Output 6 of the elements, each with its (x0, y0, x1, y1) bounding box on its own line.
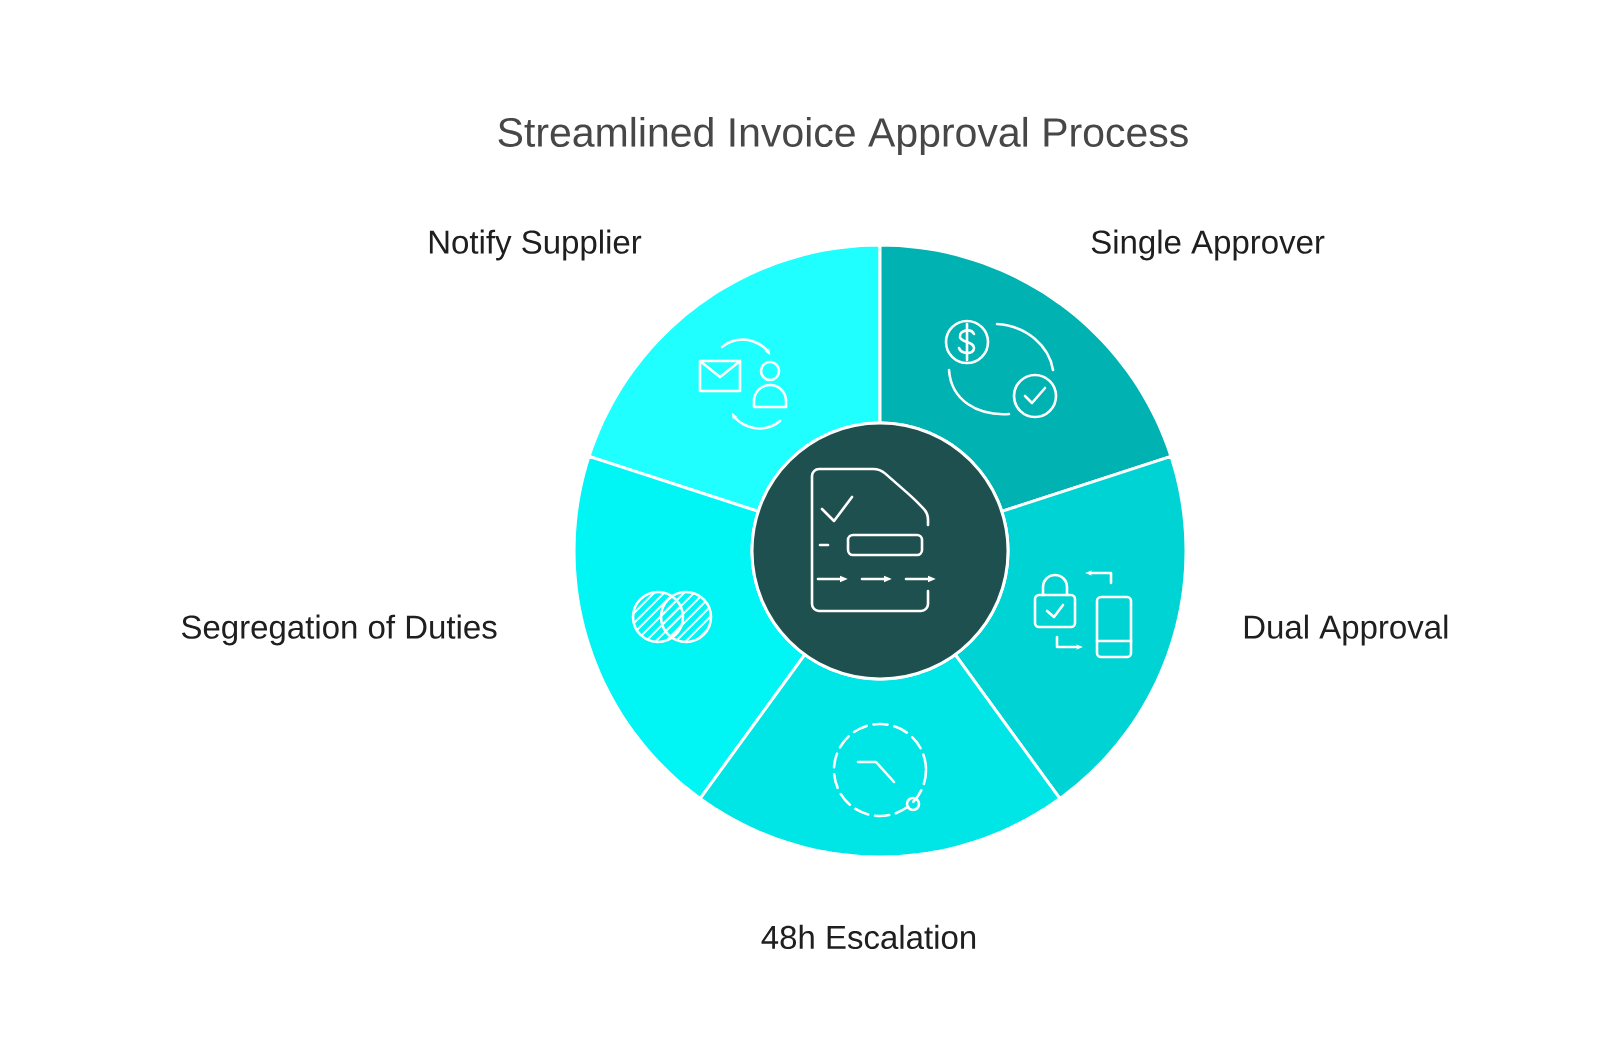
segment-label: 48h Escalation (761, 924, 976, 950)
segment-label: Notify Supplier (429, 229, 642, 261)
title: Streamlined Invoice Approval Process (498, 116, 1188, 156)
segment-label: Dual Approval (1244, 614, 1448, 646)
segment-label: Single Approver (1091, 229, 1325, 261)
segment-label: Segregation of Duties (181, 614, 497, 646)
